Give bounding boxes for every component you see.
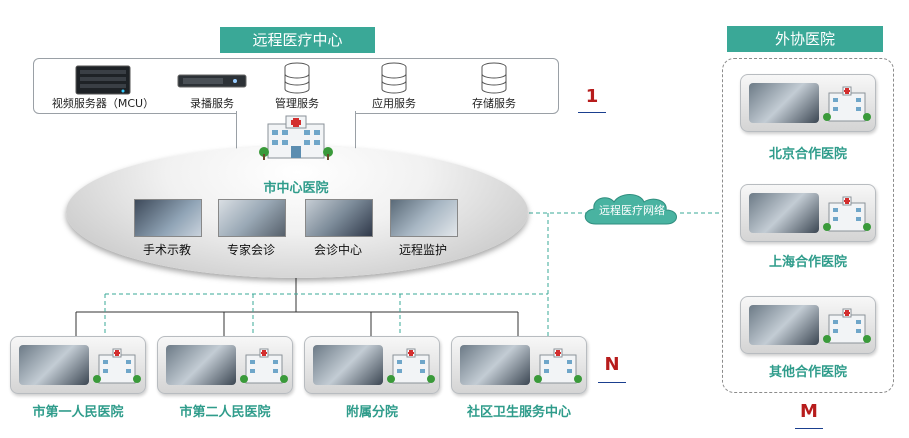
meeting-photo — [313, 345, 383, 385]
meeting-photo — [749, 305, 819, 345]
service-label: 存储服务 — [472, 97, 516, 110]
service-label: 录播服务 — [190, 97, 234, 110]
meeting-photo — [19, 345, 89, 385]
service-application: 应用服务 — [344, 59, 444, 113]
service-storage: 存储服务 — [444, 59, 544, 113]
network-cloud-icon — [584, 194, 677, 225]
function-photo-surgery — [134, 199, 202, 237]
center-marker-underline — [578, 112, 606, 113]
meeting-photo — [749, 83, 819, 123]
service-label: 视频服务器（MCU） — [51, 97, 155, 110]
center-marker: 1 — [585, 86, 599, 107]
function-label: 远程监护 — [398, 243, 447, 257]
database-icon — [481, 62, 507, 94]
hospital-building-icon — [387, 348, 435, 384]
center-title: 远程医疗中心 — [220, 27, 375, 53]
external-hospital-label: 其他合作医院 — [768, 365, 847, 380]
hospital-building-icon — [534, 348, 582, 384]
hospital-building-icon — [823, 196, 871, 232]
function-photo-consult — [305, 199, 373, 237]
database-icon — [284, 62, 310, 94]
function-label: 专家会诊 — [226, 243, 275, 257]
hospital-building-icon — [259, 115, 333, 160]
dashed-network — [104, 212, 722, 336]
external-hospital-label: 北京合作医院 — [768, 147, 847, 162]
function-photo-expert — [218, 199, 286, 237]
external-marker: M — [800, 401, 818, 422]
external-marker-underline — [795, 428, 823, 429]
hospital-label: 市第一人民医院 — [32, 405, 124, 420]
database-icon — [381, 62, 407, 94]
mcu-server-icon — [75, 65, 131, 95]
external-hospital-card — [740, 184, 876, 242]
service-label: 应用服务 — [372, 97, 416, 110]
function-label: 手术示教 — [142, 243, 191, 257]
bottom-marker: N — [604, 354, 620, 375]
meeting-photo — [749, 193, 819, 233]
service-label: 管理服务 — [275, 97, 319, 110]
external-hospital-label: 上海合作医院 — [768, 255, 847, 270]
hospital-building-icon — [823, 308, 871, 344]
service-panel: 视频服务器（MCU） 录播服务 管理服务 应用服务 — [33, 58, 559, 114]
hospital-card — [451, 336, 587, 394]
hospital-building-icon — [240, 348, 288, 384]
city-center-label: 市中心医院 — [263, 181, 329, 196]
function-label: 会诊中心 — [313, 243, 362, 257]
network-label: 远程医疗网络 — [599, 204, 665, 217]
service-management: 管理服务 — [247, 59, 347, 113]
meeting-photo — [460, 345, 530, 385]
hospital-label: 附属分院 — [345, 405, 398, 420]
bottom-marker-underline — [598, 382, 626, 383]
hospital-card — [304, 336, 440, 394]
function-photo-monitor — [390, 199, 458, 237]
hospital-card — [157, 336, 293, 394]
recording-server-icon — [177, 74, 247, 88]
hospital-building-icon — [93, 348, 141, 384]
external-title: 外协医院 — [727, 26, 883, 52]
hospital-card — [10, 336, 146, 394]
hospital-label: 社区卫生服务中心 — [466, 405, 571, 420]
external-hospital-card — [740, 74, 876, 132]
hospital-building-icon — [823, 86, 871, 122]
meeting-photo — [166, 345, 236, 385]
external-hospital-card — [740, 296, 876, 354]
service-recording: 录播服务 — [162, 59, 262, 113]
hospital-label: 市第二人民医院 — [179, 405, 271, 420]
service-mcu: 视频服务器（MCU） — [47, 59, 159, 113]
solid-tree — [75, 278, 519, 336]
